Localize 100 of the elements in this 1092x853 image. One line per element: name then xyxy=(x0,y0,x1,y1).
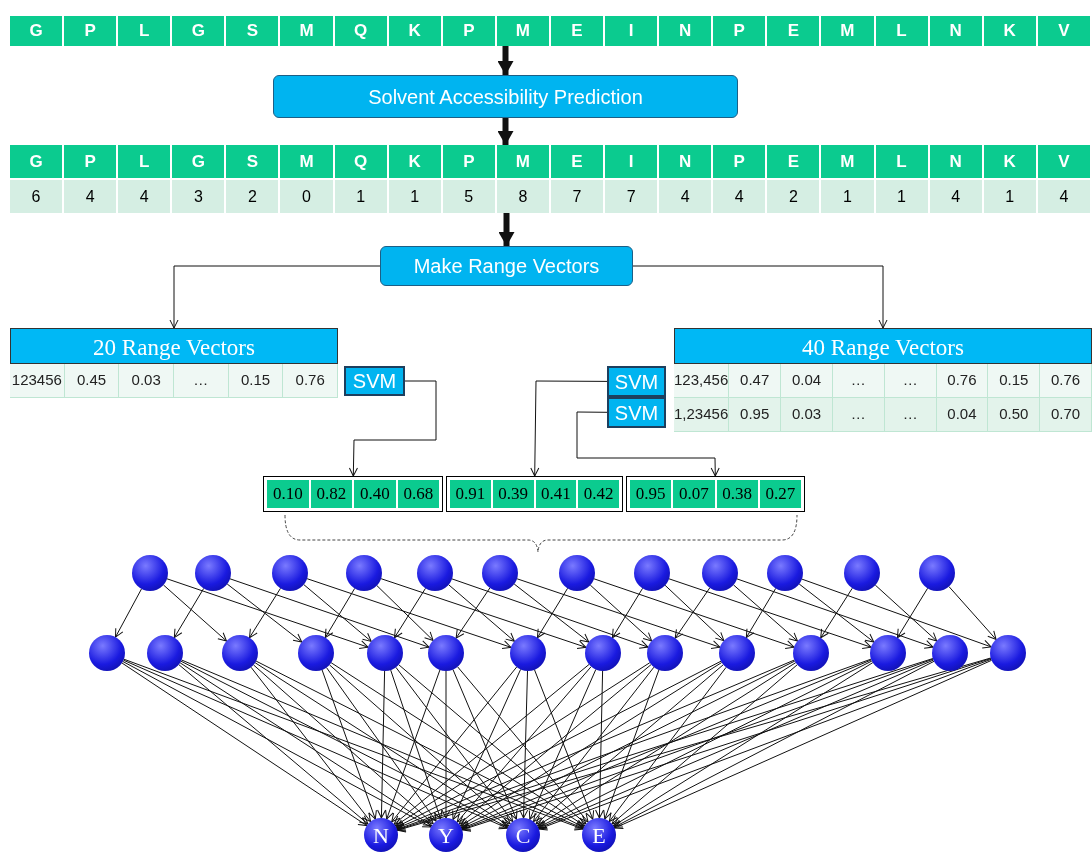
vector-value: 0.95 xyxy=(635,483,666,506)
arrow xyxy=(896,587,929,639)
residue-letter: N xyxy=(949,20,962,43)
residue-letter: V xyxy=(1058,20,1070,43)
table-cell-text: 0.76 xyxy=(947,370,977,391)
arrow xyxy=(376,585,434,641)
arrow xyxy=(498,213,515,246)
residue-letter: I xyxy=(628,150,634,173)
residue-letter: K xyxy=(408,150,421,173)
vector-value: 0.10 xyxy=(272,483,303,506)
arrow xyxy=(121,662,368,827)
vector-value: 0.07 xyxy=(679,483,709,506)
table-cell-text: 0.47 xyxy=(740,370,770,391)
residue-letter: I xyxy=(628,20,634,43)
arrow xyxy=(396,659,795,830)
residue-letter: G xyxy=(29,150,43,173)
table-cell-text: 0.76 xyxy=(1051,370,1081,391)
arrow xyxy=(321,669,377,820)
arrow xyxy=(448,584,515,642)
arrow xyxy=(516,578,721,649)
table-cell-text: … xyxy=(193,370,209,391)
arrow xyxy=(612,662,874,827)
arrow xyxy=(123,659,508,830)
residue-letter: E xyxy=(787,20,800,43)
table-cell-text: … xyxy=(902,370,918,391)
arrow xyxy=(380,578,587,650)
accessibility-value: 3 xyxy=(193,186,203,207)
accessibility-value: 4 xyxy=(1059,186,1069,207)
arrow xyxy=(253,664,434,825)
residue-letter: L xyxy=(896,150,907,173)
residue-letter: M xyxy=(299,20,314,43)
arrow xyxy=(306,578,512,650)
arrow xyxy=(249,587,281,639)
arrow xyxy=(589,584,653,642)
output-neuron: C xyxy=(506,818,540,852)
vector-box xyxy=(446,476,623,512)
residue-letter: G xyxy=(191,20,205,43)
accessibility-value: 6 xyxy=(31,186,41,207)
residue-letter: S xyxy=(246,20,259,43)
table-cell-text: 0.70 xyxy=(1051,404,1081,425)
arrow xyxy=(180,660,509,828)
residue-letter: E xyxy=(787,150,800,173)
vector-value: 0.82 xyxy=(316,483,347,506)
accessibility-value: 7 xyxy=(626,186,636,207)
residue-letter: S xyxy=(246,150,259,173)
arrow xyxy=(536,662,797,827)
arrow xyxy=(169,265,381,329)
accessibility-value: 1 xyxy=(410,186,420,207)
process-box: Make Range Vectors xyxy=(380,246,633,286)
arrow xyxy=(395,660,722,828)
table-cell-text: 0.50 xyxy=(999,404,1029,425)
arrow xyxy=(254,662,510,827)
table-cell-text: 0.76 xyxy=(295,370,325,391)
arrow xyxy=(226,583,303,643)
table-cell-text: … xyxy=(850,370,866,391)
arrow xyxy=(874,584,938,642)
residue-letter: E xyxy=(571,150,583,173)
arrow xyxy=(614,659,993,829)
residue-letter: Q xyxy=(354,20,368,43)
residue-letter: M xyxy=(299,150,314,173)
arrow xyxy=(533,666,655,823)
vector-box xyxy=(263,476,443,512)
arrow xyxy=(611,587,644,639)
residue-letter: L xyxy=(139,150,150,173)
table-cell-text: 123,456 xyxy=(674,370,729,391)
residue-letter: M xyxy=(515,20,530,43)
arrow xyxy=(745,587,777,639)
table-cell-text: 1,23456 xyxy=(674,404,729,425)
arrow xyxy=(460,660,796,828)
residue-letter: P xyxy=(463,20,475,43)
range-vector-table xyxy=(674,328,1092,432)
vector-value: 0.27 xyxy=(765,483,796,506)
arrow xyxy=(229,578,430,649)
arrow xyxy=(250,666,372,823)
range-vector-table xyxy=(10,328,338,398)
residue-letter: M xyxy=(840,150,855,173)
vector-value: 0.40 xyxy=(359,483,390,506)
residue-letter: N xyxy=(949,150,962,173)
vector-value: 0.41 xyxy=(541,483,571,506)
arrow xyxy=(455,587,491,639)
arrow xyxy=(798,583,875,643)
table-cell-text: … xyxy=(902,404,918,425)
table-header: 20 Range Vectors xyxy=(93,334,255,362)
arrow xyxy=(303,584,372,642)
arrow xyxy=(115,588,142,638)
arrow xyxy=(593,578,795,649)
table-cell-text: 0.45 xyxy=(76,370,107,391)
process-box: Solvent Accessibility Prediction xyxy=(273,75,738,118)
arrow xyxy=(441,670,451,819)
arrow xyxy=(513,583,590,643)
arrow xyxy=(608,666,727,822)
table-cell-text: 0.15 xyxy=(999,370,1029,391)
table-cell-text: 0.03 xyxy=(131,370,161,391)
arrow xyxy=(948,586,997,640)
accessibility-value: 0 xyxy=(302,186,311,207)
arrow xyxy=(348,380,437,477)
arrow xyxy=(179,662,433,827)
vector-value: 0.91 xyxy=(455,483,486,506)
residue-letter: M xyxy=(840,20,855,43)
output-neuron: N xyxy=(364,818,398,852)
